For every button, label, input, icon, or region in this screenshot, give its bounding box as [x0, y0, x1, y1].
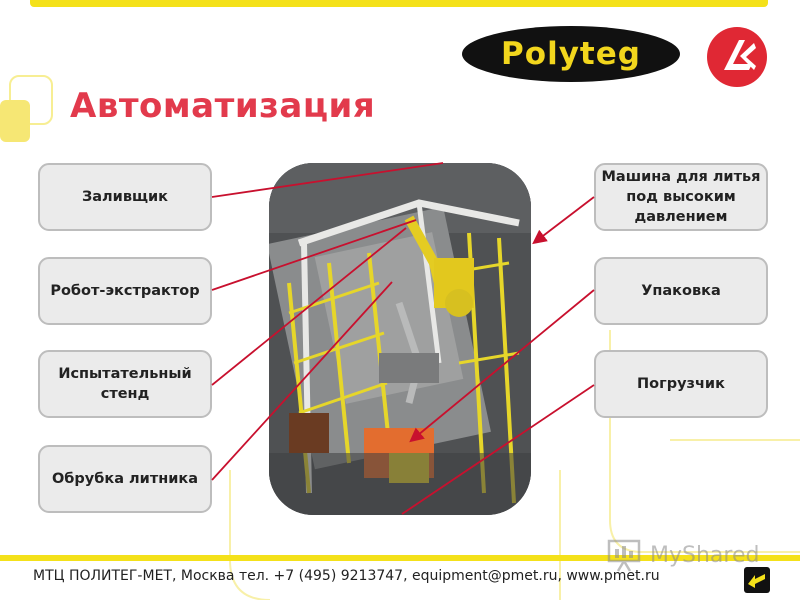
label-die-casting-machine: Машина для литья под высоким давлением: [594, 163, 768, 231]
label-packaging-text: Упаковка: [641, 283, 721, 299]
back-nav-button[interactable]: [744, 567, 770, 593]
label-extractor-robot: Робот-экстрактор: [38, 257, 212, 325]
label-test-stand-line1: Испытательный: [58, 366, 192, 382]
watermark-text: MyShared: [650, 542, 760, 568]
slide-title: Автоматизация: [70, 86, 376, 126]
top-accent-bar: [30, 0, 768, 7]
footer-accent-bar: [0, 555, 800, 561]
label-loader: Погрузчик: [594, 350, 768, 418]
label-pourer: Заливщик: [38, 163, 212, 231]
label-loader-text: Погрузчик: [637, 376, 725, 392]
back-arrow-icon: [748, 574, 765, 588]
label-pourer-text: Заливщик: [81, 189, 169, 205]
label-die-casting-line2: под высоким: [626, 189, 736, 205]
automation-cell-photo: [269, 163, 531, 515]
label-test-stand: Испытательный стенд: [38, 350, 212, 418]
company-emblem-icon: [707, 27, 767, 87]
polyteg-logo-text: Polyteg: [501, 36, 641, 72]
label-packaging: Упаковка: [594, 257, 768, 325]
presentation-board-icon: [607, 539, 641, 572]
label-extractor-robot-text: Робот-экстрактор: [50, 283, 200, 299]
label-die-casting-line1: Машина для литья: [601, 169, 761, 185]
label-sprue-trimming-text: Обрубка литника: [51, 471, 199, 487]
polyteg-logo: Polyteg: [462, 26, 680, 82]
label-die-casting-line3: давлением: [634, 209, 728, 225]
label-sprue-trimming: Обрубка литника: [38, 445, 212, 513]
watermark: MyShared: [606, 537, 759, 573]
footer-contact-text: МТЦ ПОЛИТЕГ-МЕТ, Москва тел. +7 (495) 92…: [33, 568, 660, 584]
label-test-stand-line2: стенд: [100, 386, 150, 402]
